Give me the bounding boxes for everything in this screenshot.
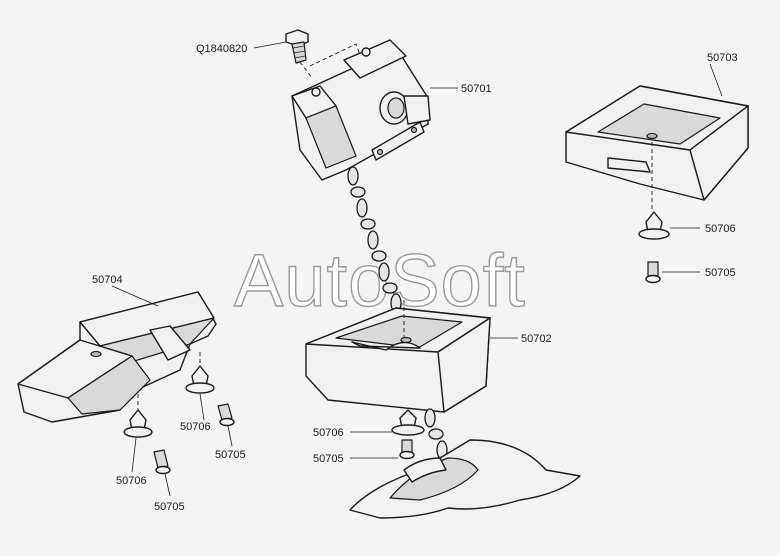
right-block-part: [565, 85, 749, 201]
left-clip-a-part: [185, 365, 215, 394]
label-screw-right: 50705: [705, 267, 736, 279]
center-screw-part: [399, 439, 415, 460]
leader-screw-left-b: [164, 473, 171, 497]
label-screw-center: 50705: [313, 453, 344, 465]
label-clip-center: 50706: [313, 427, 344, 439]
label-holder-left: 50704: [92, 274, 123, 286]
left-screw-a-part: [217, 403, 235, 427]
leader-clip-left-b: [131, 437, 137, 473]
leader-screw-left-a: [227, 425, 233, 447]
chain: [347, 166, 402, 313]
leader-holder-left: [111, 285, 159, 307]
center-block-part: [305, 307, 491, 413]
label-clip-left-a: 50706: [180, 421, 211, 433]
label-screw-left-a: 50705: [215, 449, 246, 461]
lower-chain: [424, 408, 448, 460]
right-screw-part: [645, 261, 661, 284]
right-clip-part: [638, 211, 670, 240]
label-clip-left-b: 50706: [116, 475, 147, 487]
bolt-guide-dash: [299, 43, 363, 79]
left-clip-b-part: [123, 409, 153, 438]
bracket-part: [291, 39, 431, 181]
label-bracket: 50701: [461, 83, 492, 95]
label-block-center: 50702: [521, 333, 552, 345]
center-clip-part: [391, 409, 425, 436]
base-plate-part: [349, 439, 581, 519]
label-bolt: Q1840820: [196, 43, 247, 55]
left-screw-b-part: [153, 449, 171, 475]
leader-bolt: [253, 41, 287, 49]
label-block-right: 50703: [707, 52, 738, 64]
leader-block-right: [709, 63, 723, 97]
label-screw-left-b: 50705: [154, 501, 185, 513]
bolt-part: [285, 29, 309, 64]
left-holder-part: [17, 291, 217, 423]
leader-clip-left-a: [199, 393, 205, 421]
label-clip-right: 50706: [705, 223, 736, 235]
